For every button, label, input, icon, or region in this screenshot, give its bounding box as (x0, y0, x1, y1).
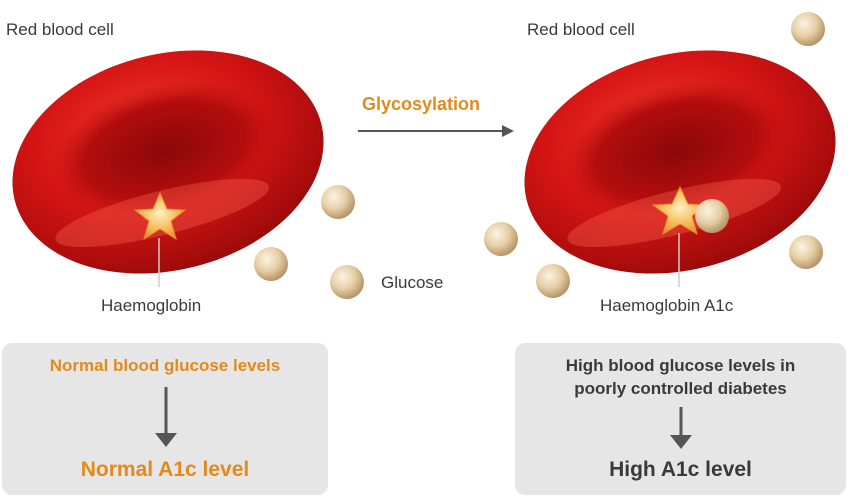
process-label: Glycosylation (362, 94, 481, 114)
normal-levels-box: Normal blood glucose levels Normal A1c l… (2, 343, 328, 495)
glucose-molecule (484, 222, 518, 256)
right-cell-label: Red blood cell (527, 20, 635, 39)
high-result-text: High A1c level (609, 458, 752, 481)
down-arrow-icon (670, 407, 692, 449)
glucose-molecule (791, 12, 825, 46)
high-levels-box: High blood glucose levels in poorly cont… (515, 343, 846, 495)
haemoglobin-a1c-label: Haemoglobin A1c (600, 296, 734, 315)
glucose-molecule (330, 265, 364, 299)
normal-result-text: Normal A1c level (80, 458, 250, 481)
glucose-molecule (536, 264, 570, 298)
normal-condition-text: Normal blood glucose levels (49, 356, 281, 375)
high-condition-line2: poorly controlled diabetes (574, 379, 787, 398)
right-red-blood-cell (524, 50, 836, 274)
left-cell-label: Red blood cell (6, 20, 114, 39)
glucose-molecule (321, 185, 355, 219)
glycosylation-arrow (358, 125, 514, 137)
left-red-blood-cell (12, 50, 324, 274)
haemoglobin-label: Haemoglobin (101, 296, 202, 315)
glucose-molecule (254, 247, 288, 281)
glucose-molecule-bound (695, 199, 729, 233)
haemoglobin-star-icon (133, 191, 187, 241)
high-condition-line1: High blood glucose levels in (565, 356, 796, 375)
down-arrow-icon (155, 387, 177, 447)
glucose-molecule (789, 235, 823, 269)
glucose-label: Glucose (381, 273, 444, 292)
